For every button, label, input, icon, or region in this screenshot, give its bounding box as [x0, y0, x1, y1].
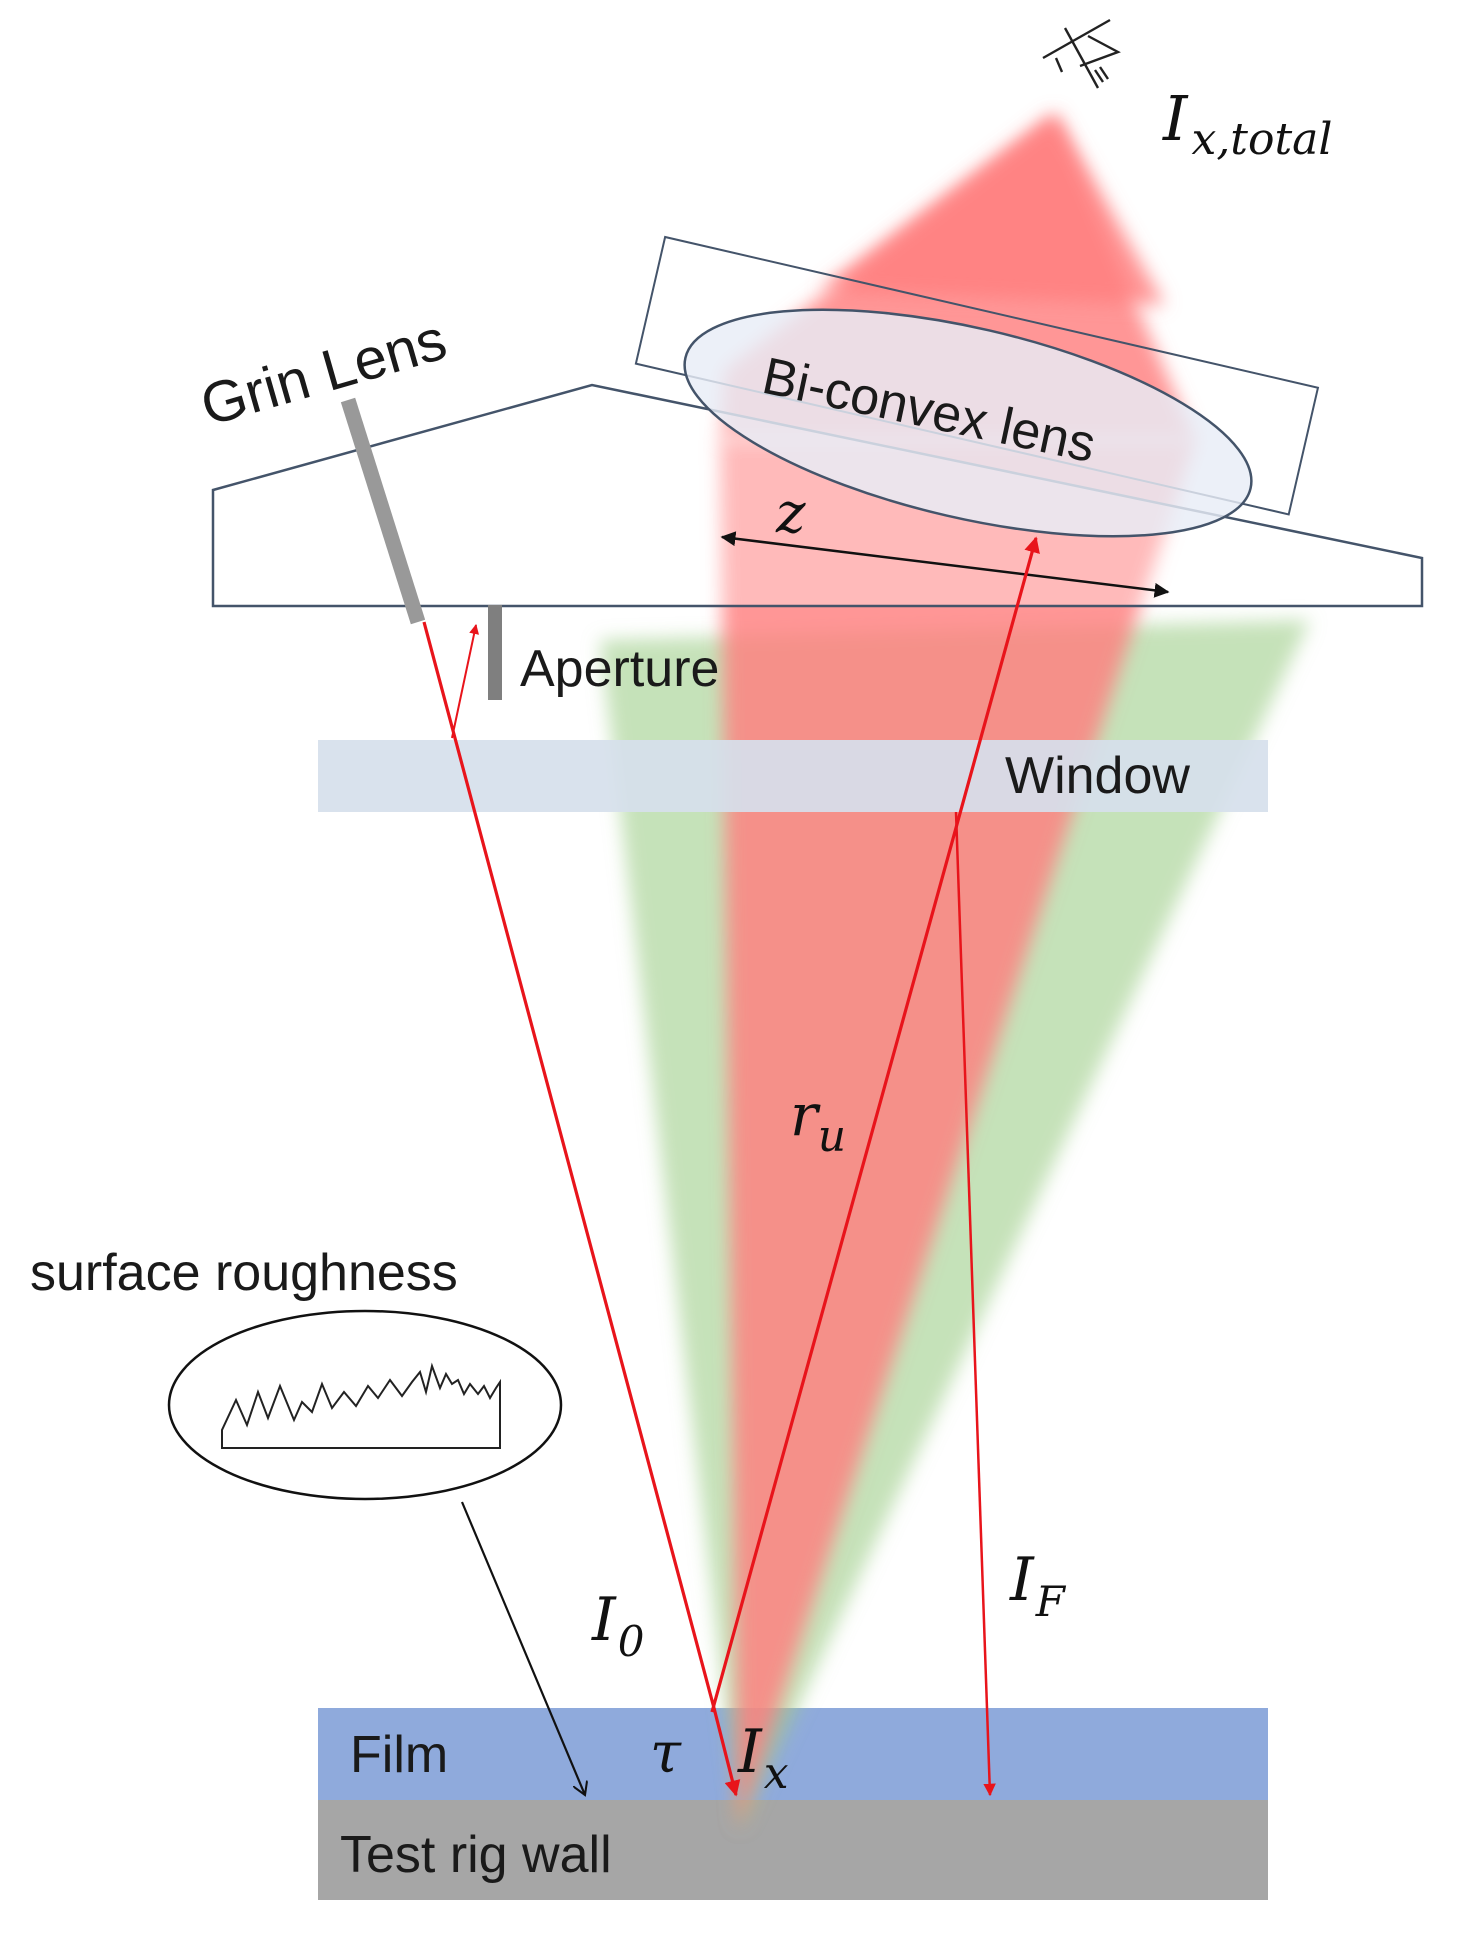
tau-symbol: τ — [650, 1721, 682, 1786]
incident-ray-I0 — [422, 621, 716, 1709]
ray-I-F — [954, 811, 996, 1797]
ray-r-u — [710, 536, 1040, 1713]
film-layer — [318, 1708, 1268, 1800]
roughness-callout — [167, 1309, 563, 1501]
grin-lens-label: Grin Lens — [194, 307, 454, 439]
film-label: Film — [350, 1726, 448, 1784]
photodiode-icon — [1042, 18, 1121, 89]
Ix-symbol: Ix — [737, 1717, 789, 1799]
test-rig-wall-label: Test rig wall — [340, 1826, 612, 1884]
detector-intensity-symbol: Ix,total — [1162, 82, 1332, 165]
r-u-symbol: ru — [790, 1081, 846, 1162]
window-reflection-ray — [451, 624, 480, 739]
test-rig-wall — [318, 1800, 1268, 1900]
window-label: Window — [1005, 747, 1190, 805]
grin-lens-rod — [340, 397, 426, 625]
rough-surface-icon — [221, 1362, 501, 1449]
window-plate — [318, 740, 1268, 812]
aperture-stop — [488, 605, 502, 700]
IF-symbol: IF — [1009, 1545, 1067, 1626]
bi-convex-lens — [683, 308, 1253, 538]
I0-symbol: I0 — [591, 1585, 644, 1666]
z-symbol: z — [775, 481, 806, 546]
roughness-pointer-arrow — [460, 1501, 585, 1795]
aperture-label: Aperture — [520, 640, 719, 698]
surface-roughness-label: surface roughness — [30, 1244, 458, 1302]
z-distance-arrow — [720, 531, 1170, 598]
